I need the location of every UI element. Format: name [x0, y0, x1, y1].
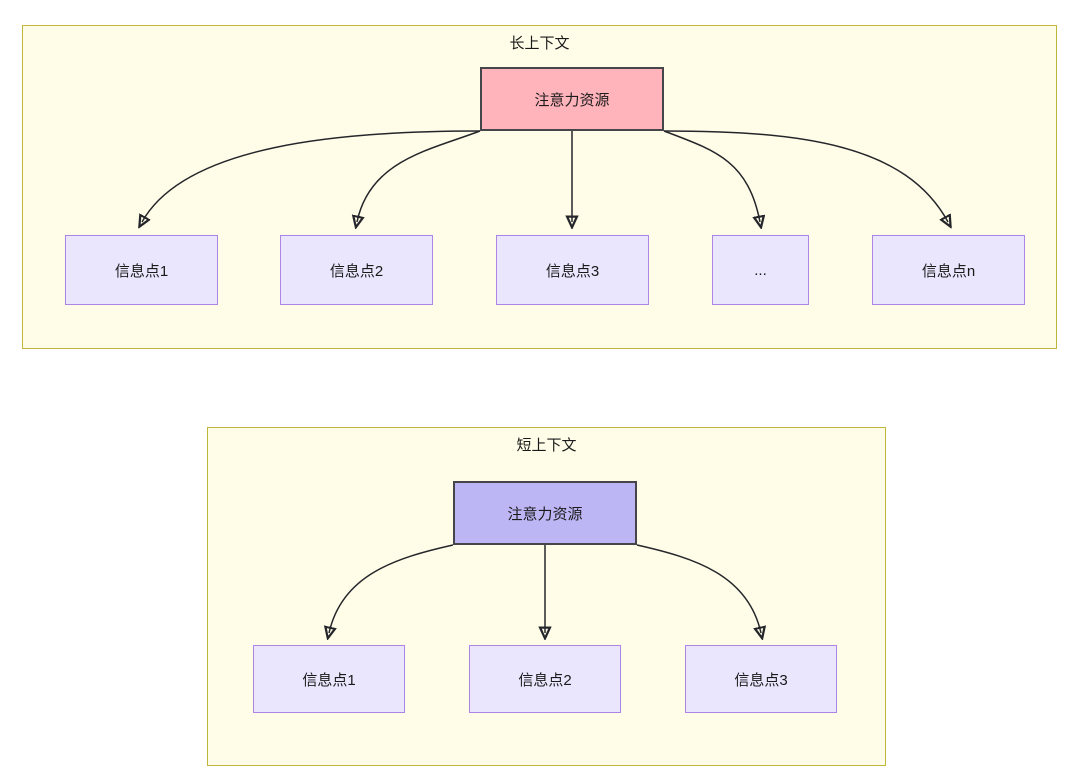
node-label: 信息点1 [114, 262, 169, 280]
node-info-point-3-long[interactable]: 信息点3 [496, 235, 649, 305]
node-label: 信息点1 [302, 671, 356, 689]
node-label: 信息点3 [734, 671, 788, 689]
node-label: 信息点n [921, 262, 976, 280]
node-label: 信息点2 [518, 671, 572, 689]
node-attention-resource-long[interactable]: 注意力资源 [480, 67, 664, 131]
node-info-point-n-long[interactable]: 信息点n [872, 235, 1025, 305]
node-attention-resource-short[interactable]: 注意力资源 [453, 481, 637, 545]
node-label: 注意力资源 [507, 505, 583, 523]
node-label: ... [754, 261, 767, 279]
group-long-context-title: 长上下文 [509, 35, 570, 52]
node-info-point-2-short[interactable]: 信息点2 [469, 645, 621, 713]
node-label: 信息点3 [545, 262, 600, 280]
node-label: 注意力资源 [534, 91, 610, 109]
group-short-context: 短上下文 [207, 427, 886, 766]
node-label: 信息点2 [329, 262, 384, 280]
node-info-point-1-long[interactable]: 信息点1 [65, 235, 218, 305]
node-info-point-1-short[interactable]: 信息点1 [253, 645, 405, 713]
node-info-point-ellipsis-long[interactable]: ... [712, 235, 809, 305]
node-info-point-2-long[interactable]: 信息点2 [280, 235, 433, 305]
node-info-point-3-short[interactable]: 信息点3 [685, 645, 837, 713]
group-short-context-title: 短上下文 [516, 437, 577, 454]
